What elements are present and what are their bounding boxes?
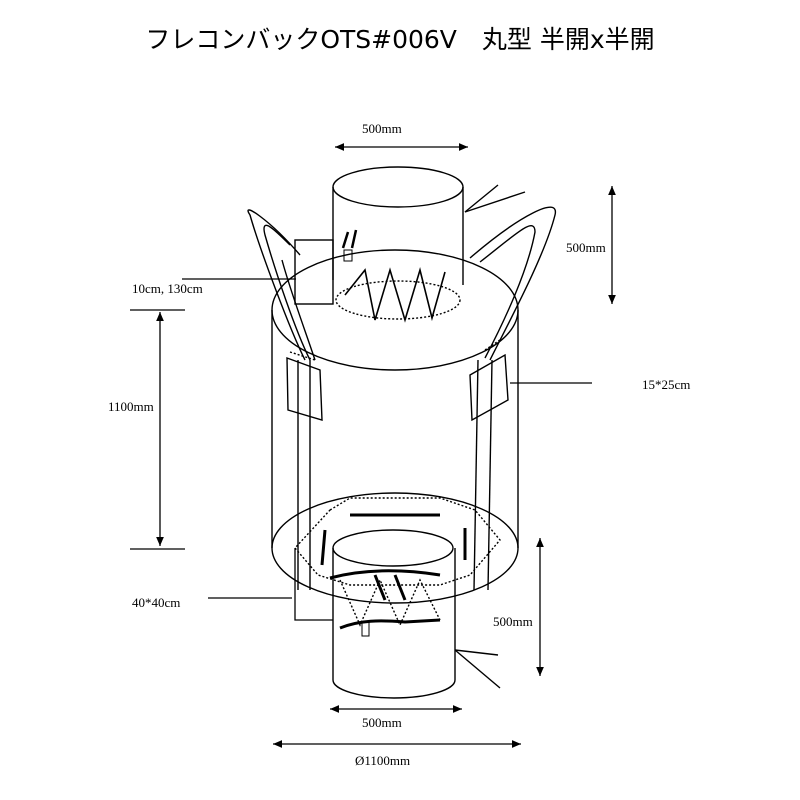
body-diameter-label: Ø1100mm	[355, 753, 411, 768]
dimension-lines	[130, 143, 616, 748]
lifting-loops	[247, 184, 557, 591]
bottom-spout	[294, 497, 501, 699]
bag-body	[271, 249, 519, 604]
top-spout-width-label: 500mm	[362, 121, 402, 136]
bottom-spout-width-label: 500mm	[362, 715, 402, 730]
top-spout	[332, 166, 464, 323]
bottom-panel-label: 40*40cm	[132, 595, 181, 610]
label-pocket-label: 15*25cm	[642, 377, 691, 392]
bottom-spout-height-label: 500mm	[493, 614, 533, 629]
top-spout-height-label: 500mm	[566, 240, 606, 255]
belt-loop-label: 10cm, 130cm	[132, 281, 203, 296]
pocket-right	[469, 353, 509, 422]
pocket-left	[286, 356, 323, 421]
body-height-label: 1100mm	[108, 399, 154, 414]
panel-rect	[294, 239, 334, 305]
diagram-title: フレコンバックOTS#006V 丸型 半開x半開	[145, 25, 655, 54]
